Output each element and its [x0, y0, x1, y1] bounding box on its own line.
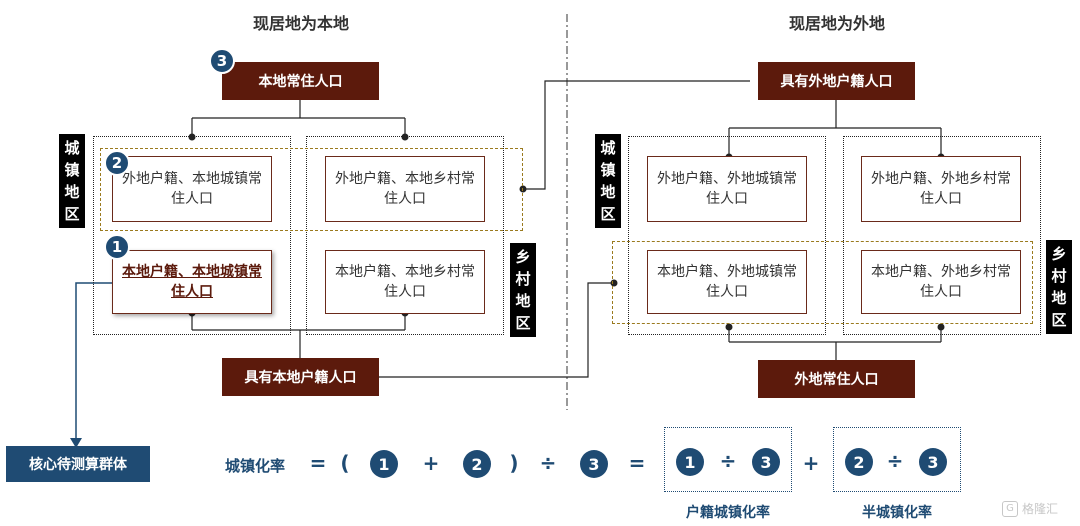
badge-three: 3 — [209, 48, 235, 74]
right-heading: 现居地为外地 — [788, 14, 885, 33]
formula-badge-one-a: 1 — [370, 450, 398, 478]
formula-badge-one-b: 1 — [676, 448, 704, 476]
badge-two: 2 — [104, 150, 130, 176]
left-heading: 现居地为本地 — [252, 14, 349, 33]
formula-badge-two-c: 3 — [919, 448, 947, 476]
left-rural-label: 乡村地区 — [510, 243, 536, 337]
right-rural-column — [843, 136, 1041, 335]
right-urban-column — [628, 136, 826, 335]
formula-divide-3: ÷ — [886, 449, 904, 473]
watermark-text: 格隆汇 — [1022, 502, 1059, 516]
right-cell-nonlocal-rural: 外地户籍、外地乡村常住人口 — [861, 156, 1021, 222]
nonlocal-resident-box: 外地常住人口 — [758, 360, 915, 398]
local-resident-box: 本地常住人口 — [222, 62, 379, 100]
left-cell-local-rural: 本地户籍、本地乡村常住人口 — [325, 250, 485, 314]
semi-urbanization-label: 半城镇化率 — [862, 505, 932, 521]
badge-one: 1 — [104, 234, 130, 260]
left-nonlocal-band — [100, 148, 523, 231]
formula-badge-two-a: 2 — [463, 450, 491, 478]
right-cell-local-urban: 本地户籍、外地城镇常住人口 — [647, 250, 807, 314]
formula-equals-1: = — [309, 451, 327, 475]
right-rural-label: 乡村地区 — [1046, 240, 1072, 334]
hukou-urbanization-box — [664, 427, 792, 492]
right-cell-nonlocal-urban: 外地户籍、外地城镇常住人口 — [647, 156, 807, 222]
left-rural-column — [306, 136, 504, 335]
formula-rparen: ) — [509, 451, 519, 475]
right-urban-label: 城镇地区 — [595, 134, 621, 228]
hukou-urbanization-label: 户籍城镇化率 — [686, 505, 770, 521]
watermark-g-icon: G — [1002, 500, 1018, 517]
formula-label: 城镇化率 — [224, 457, 285, 475]
formula-equals-2: = — [628, 451, 646, 475]
formula-divide-2: ÷ — [719, 449, 737, 473]
formula-plus-2: + — [802, 451, 820, 475]
core-group-box: 核心待测算群体 — [6, 446, 150, 482]
left-cell-nonlocal-urban: 外地户籍、本地城镇常住人口 — [112, 156, 272, 222]
formula-plus-1: + — [422, 451, 440, 475]
right-cell-local-rural: 本地户籍、外地乡村常住人口 — [861, 250, 1021, 314]
formula-divide-1: ÷ — [539, 451, 557, 475]
semi-urbanization-box — [833, 427, 961, 492]
local-hukou-box: 具有本地户籍人口 — [222, 358, 379, 396]
left-cell-nonlocal-rural: 外地户籍、本地乡村常住人口 — [325, 156, 485, 222]
nonlocal-hukou-box: 具有外地户籍人口 — [758, 62, 915, 100]
formula-badge-three-b: 3 — [752, 448, 780, 476]
formula-badge-two-b: 2 — [845, 448, 873, 476]
left-urban-label: 城镇地区 — [59, 134, 85, 228]
left-urban-column — [93, 136, 291, 335]
right-local-band — [612, 241, 1033, 324]
formula-lparen: ( — [340, 451, 350, 475]
left-cell-local-urban: 本地户籍、本地城镇常住人口 — [112, 250, 272, 314]
watermark-logo: G 格隆汇 — [1002, 500, 1058, 517]
formula-badge-three-a: 3 — [580, 450, 608, 478]
